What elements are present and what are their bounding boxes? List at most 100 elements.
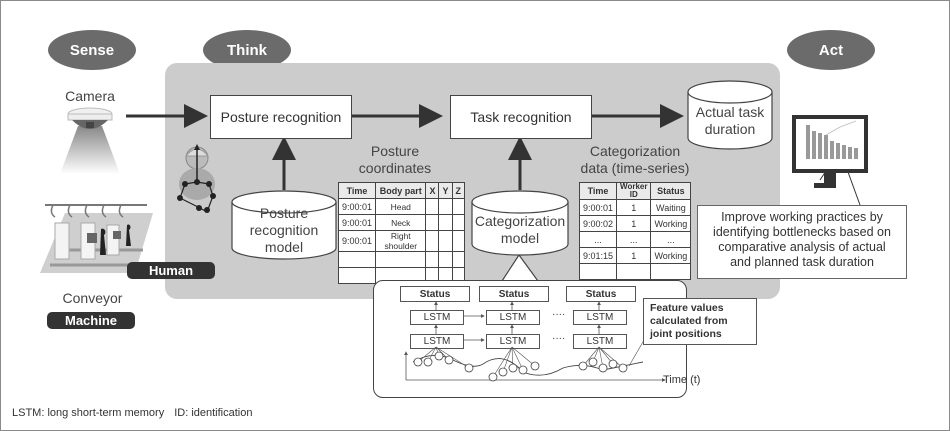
actual-duration-db-icon <box>687 80 773 150</box>
camera-label: Camera <box>65 88 115 104</box>
table-header-row: Time Body part X Y Z <box>337 182 465 199</box>
actual-duration-line2: duration <box>704 121 756 137</box>
col-time: Time <box>337 182 377 199</box>
categorization-data-title-line2: data (time-series) <box>580 160 690 176</box>
table-cell: 9:00:01 <box>578 199 618 216</box>
categorization-data-title: Categorization data (time-series) <box>575 143 695 177</box>
monitor-chart-icon <box>792 115 868 188</box>
footnote: LSTM: long short-term memory ID: identifi… <box>12 407 252 419</box>
phase-act: Act <box>787 30 875 70</box>
table-cell <box>425 198 440 215</box>
human-tag: Human <box>127 262 215 279</box>
ellipsis-upper: ···· <box>552 309 566 320</box>
act-callout-line4: and planned task duration <box>730 255 874 269</box>
machine-tag: Machine <box>47 312 135 329</box>
feature-note-line2: calculated from <box>650 315 728 327</box>
act-callout-line2: identifying bottlenecks based on <box>713 225 891 239</box>
actual-duration-label: Actual task duration <box>686 104 774 138</box>
table-cell: ... <box>650 231 692 248</box>
table-header-row: Time Worker ID Status <box>578 182 692 200</box>
col-time: Time <box>578 182 618 200</box>
footnote-lstm: LSTM: long short-term memory <box>12 407 165 419</box>
table-cell <box>451 251 465 268</box>
table-cell: 9:00:02 <box>578 215 618 232</box>
table-cell: 9:00:01 <box>337 230 377 252</box>
status-box-3: Status <box>566 286 636 302</box>
categorization-model-line1: Categorization <box>474 213 566 229</box>
footnote-id: ID: identification <box>174 407 253 419</box>
table-cell <box>438 198 453 215</box>
posture-recognition-box: Posture recognition <box>210 95 352 139</box>
act-callout-line1: Improve working practices by <box>721 210 883 224</box>
feature-note-line3: joint positions <box>650 328 722 340</box>
categorization-data-title-line1: Categorization <box>589 143 681 159</box>
table-cell: Working <box>650 247 692 264</box>
actual-duration-line1: Actual task <box>695 104 765 120</box>
status-box-2: Status <box>479 286 549 302</box>
table-cell <box>650 263 692 280</box>
table-cell: Right shoulder <box>375 230 427 252</box>
table-row: ......... <box>578 231 692 248</box>
phase-sense: Sense <box>48 30 136 70</box>
act-callout-line3: comparative analysis of actual <box>718 240 886 254</box>
lstm-callout-pointer <box>500 253 540 282</box>
col-x: X <box>425 182 440 199</box>
table-cell: 1 <box>616 247 652 264</box>
table-cell: ... <box>616 231 652 248</box>
posture-model-db-icon <box>231 190 337 260</box>
table-cell: Head <box>375 198 427 215</box>
table-cell <box>425 214 440 231</box>
table-cell <box>616 263 652 280</box>
posture-coordinates-title-line2: coordinates <box>358 160 432 176</box>
col-status: Status <box>650 182 692 200</box>
table-row <box>337 251 465 268</box>
camera-icon <box>60 107 120 174</box>
table-cell: ... <box>578 231 618 248</box>
posture-model-line1: Posture <box>259 205 309 221</box>
task-recognition-box: Task recognition <box>450 95 592 139</box>
ellipsis-lower: ···· <box>552 333 566 344</box>
lstm-lower-1: LSTM <box>410 334 464 349</box>
posture-model-label: Posture recognition model <box>230 205 338 256</box>
table-cell: Neck <box>375 214 427 231</box>
col-worker-id: Worker ID <box>616 182 652 200</box>
table-cell <box>451 214 465 231</box>
table-cell <box>425 251 440 268</box>
table-cell: 1 <box>616 199 652 216</box>
table-cell <box>438 230 453 252</box>
col-y: Y <box>438 182 453 199</box>
lstm-diagram-connections <box>404 301 666 382</box>
table-cell <box>438 251 453 268</box>
col-body-part: Body part <box>375 182 427 199</box>
table-cell: 9:00:01 <box>337 214 377 231</box>
categorization-model-line2: model <box>500 230 540 246</box>
conveyor-line-illustration <box>40 204 153 273</box>
table-cell <box>451 198 465 215</box>
col-z: Z <box>451 182 465 199</box>
feature-note-line1: Feature values <box>650 302 724 314</box>
table-cell: 1 <box>616 215 652 232</box>
posture-model-line2: recognition <box>249 222 319 238</box>
table-row <box>578 263 692 280</box>
categorization-model-db-icon <box>471 190 569 256</box>
table-cell <box>337 267 377 284</box>
table-cell <box>438 214 453 231</box>
table-cell: Waiting <box>650 199 692 216</box>
table-cell <box>578 263 618 280</box>
categorization-model-label: Categorization model <box>470 213 570 247</box>
worker-skeleton-icon <box>177 144 216 213</box>
time-axis-label: Time (t) <box>663 374 701 386</box>
table-cell: Working <box>650 215 692 232</box>
table-cell <box>425 230 440 252</box>
act-callout: Improve working practices by identifying… <box>697 205 907 279</box>
table-cell <box>337 251 377 268</box>
lstm-lower-3: LSTM <box>573 334 627 349</box>
table-cell <box>451 230 465 252</box>
